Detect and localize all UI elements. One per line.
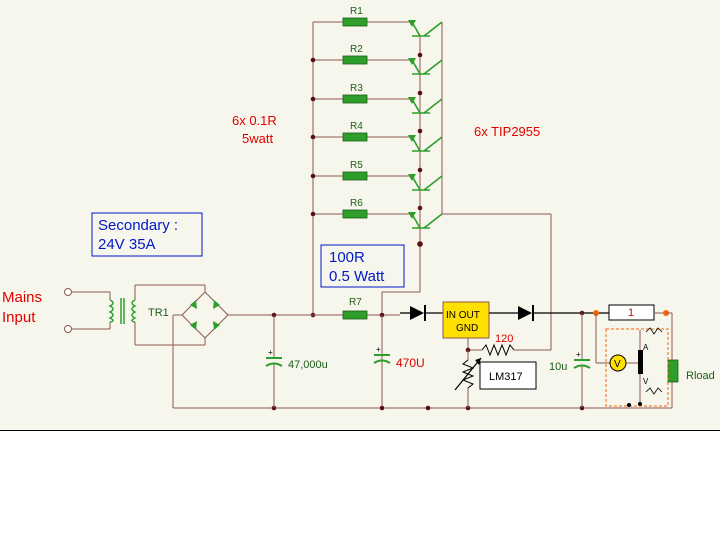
resistor-note-line2: 5watt [242, 131, 273, 146]
r3-label: R3 [350, 83, 363, 94]
voltmeter-label: V [614, 359, 621, 370]
r5-label: R5 [350, 160, 363, 171]
transistor-q5 [408, 174, 443, 191]
svg-text:+: + [376, 345, 381, 354]
resistor-note-line1: 6x 0.1R [232, 113, 277, 128]
diode-d2 [489, 305, 609, 321]
secondary-note-line1: Secondary : [98, 217, 178, 234]
circuit-diagram: R1 R2 R3 R4 R5 R6 6x 0.1R 5watt 6x TIP29… [2, 6, 715, 411]
transistor-note: 6x TIP2955 [474, 124, 540, 139]
transformer-tr1: TR1 [108, 284, 205, 346]
capacitor-c1: + 47,000u [265, 315, 328, 408]
svg-text:+: + [576, 350, 581, 359]
meter-v2-label: V [643, 377, 649, 386]
resistor-r2: R2 [342, 44, 368, 65]
regulator-gnd: GND [456, 323, 478, 334]
mains-terminals [64, 288, 111, 333]
resistor-120: 120 [465, 333, 552, 357]
c2-label: 470U [396, 356, 425, 370]
output-section: 1 Rload V A V [593, 304, 715, 408]
capacitor-c3: + 10u [549, 313, 591, 408]
secondary-note-box: Secondary : 24V 35A [91, 212, 203, 257]
resistor-r5: R5 [342, 160, 368, 181]
transistor-q2 [408, 58, 443, 75]
r7-label: R7 [349, 297, 362, 308]
transistor-q4 [408, 135, 443, 152]
resistor-r4: R4 [342, 121, 368, 142]
mains-input-line2: Input [2, 309, 36, 326]
resistor-r6: R6 [342, 198, 368, 219]
r4-label: R4 [350, 121, 363, 132]
load-resistor-label: 1 [628, 307, 634, 319]
regulator-lm317: IN OUT GND [442, 301, 490, 339]
r2-label: R2 [350, 44, 363, 55]
resistor-r3: R3 [342, 83, 368, 104]
bus-junctions [310, 52, 423, 318]
lm317-label: LM317 [489, 371, 523, 383]
svg-text:+: + [268, 348, 273, 357]
secondary-note-line2: 24V 35A [98, 236, 156, 253]
r6-label: R6 [350, 198, 363, 209]
bridge-rectifier [172, 285, 343, 408]
r1-label: R1 [350, 6, 363, 17]
capacitor-c2: + 470U [373, 315, 425, 370]
resistor-r7: R7 [342, 297, 368, 320]
transistor-q1 [408, 20, 443, 37]
r120-label: 120 [495, 333, 513, 345]
r7-note-line2: 0.5 Watt [329, 268, 385, 285]
regulator-in-out: IN OUT [446, 310, 480, 321]
diode-d1 [400, 305, 443, 321]
c1-label: 47,000u [288, 359, 328, 371]
r7-note-box: 100R 0.5 Watt [320, 244, 405, 288]
c3-label: 10u [549, 361, 567, 373]
ammeter-label: A [643, 343, 649, 352]
pot-lm317-adjust: LM317 [454, 350, 537, 408]
r7-note-line1: 100R [329, 249, 365, 266]
schematic-panel: R1 R2 R3 R4 R5 R6 6x 0.1R 5watt 6x TIP29… [0, 0, 720, 431]
transformer-label: TR1 [148, 307, 169, 319]
transistor-q3 [408, 97, 443, 114]
rload-label: Rload [686, 370, 715, 382]
resistor-r1: R1 [342, 6, 368, 27]
transistor-q6 [408, 212, 443, 229]
mains-input-line1: Mains [2, 289, 42, 306]
